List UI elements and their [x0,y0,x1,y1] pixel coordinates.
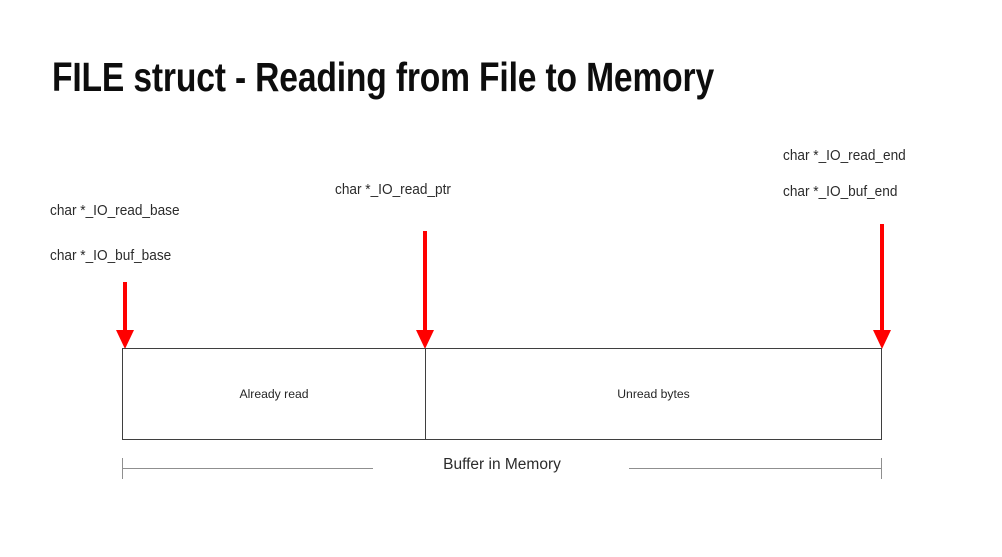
arrow-head [116,330,134,349]
dimension-tick-right [880,458,882,479]
arrow-head [416,330,434,349]
buffer-segment-already-read: Already read [123,349,426,439]
page-title: FILE struct - Reading from File to Memor… [52,54,715,100]
down-arrow-icon-read-ptr [416,231,434,349]
dimension-line-left [122,468,373,470]
label-io-read-ptr: char *_IO_read_ptr [335,182,451,198]
down-arrow-icon-read-base [116,282,134,349]
buffer-segment-label: Already read [239,387,309,401]
buffer-dimension-annotation: Buffer in Memory [122,456,882,480]
arrow-shaft [423,231,427,330]
arrow-shaft [880,224,884,330]
dimension-line-right [629,468,882,470]
arrow-shaft [123,282,127,330]
buffer-segment-unread-bytes: Unread bytes [426,349,881,439]
label-io-buf-base: char *_IO_buf_base [50,248,172,264]
label-io-read-base: char *_IO_read_base [50,203,180,219]
buffer-caption: Buffer in Memory [443,456,561,473]
label-io-buf-end: char *_IO_buf_end [783,184,898,200]
buffer-segment-label: Unread bytes [617,387,690,401]
arrow-head [873,330,891,349]
down-arrow-icon-buf-end [873,224,891,349]
label-io-read-end: char *_IO_read_end [783,148,906,164]
buffer-diagram-box: Already read Unread bytes [122,348,882,440]
